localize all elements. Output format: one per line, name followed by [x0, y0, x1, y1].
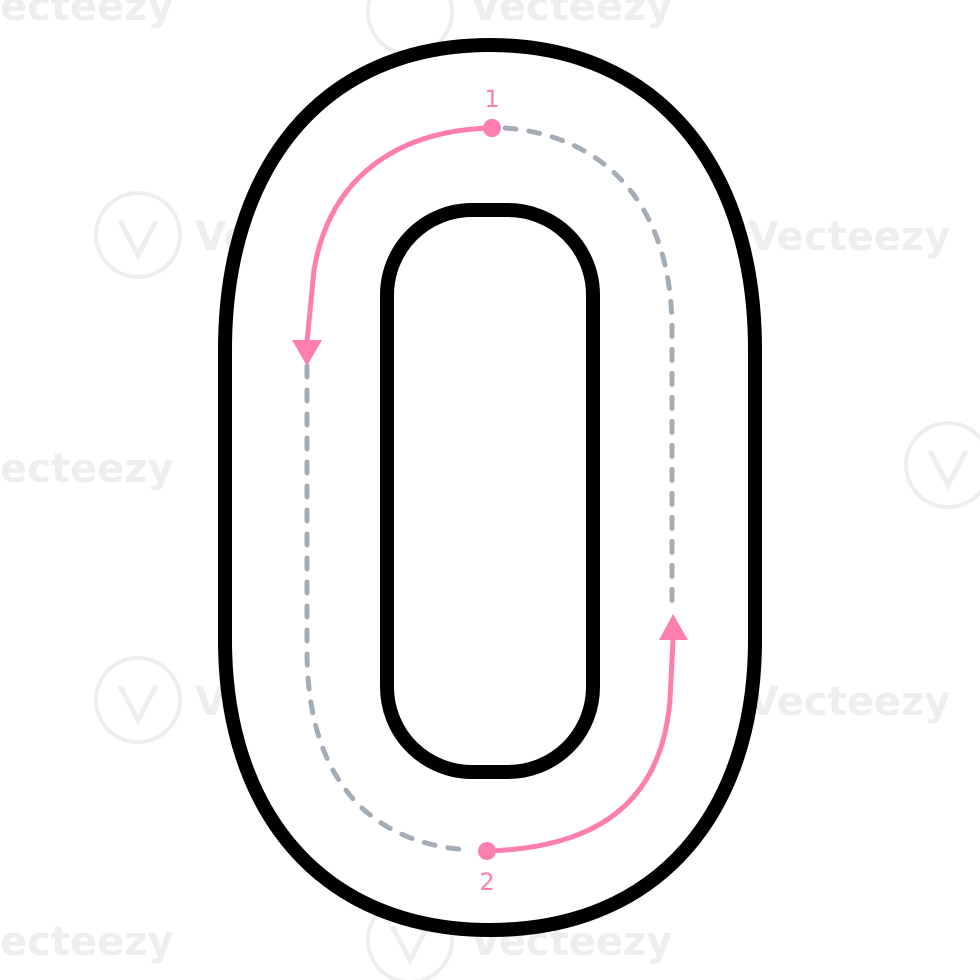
dashed-tracing-path-right	[502, 125, 675, 615]
stroke-1-guide-arrow	[304, 125, 495, 345]
watermark-logo-icon	[904, 421, 980, 509]
watermark-logo-icon	[94, 191, 182, 279]
stroke-2-number: 2	[479, 868, 494, 896]
watermark-text-fragment: ecteezy	[0, 0, 174, 30]
watermark-logo-icon	[94, 656, 182, 744]
zero-inner-outline	[380, 203, 600, 779]
dashed-tracing-path-left	[304, 363, 473, 853]
stroke-2-arrowhead-icon	[659, 614, 688, 640]
stroke-1-arrowhead-icon	[292, 340, 322, 366]
stroke-1-number: 1	[484, 85, 499, 113]
watermark-text: Vecteezy	[470, 0, 672, 30]
stroke-2-guide-arrow	[484, 637, 676, 854]
watermark-text-fragment: ecteezy	[0, 919, 174, 965]
watermark-text: Vecteezy	[748, 679, 950, 725]
watermark-text: Vecteezy	[748, 214, 950, 260]
stroke-1-start-dot-icon	[483, 119, 501, 137]
stroke-2-start-dot-icon	[478, 842, 496, 860]
watermark-text-fragment: ecteezy	[0, 446, 174, 492]
